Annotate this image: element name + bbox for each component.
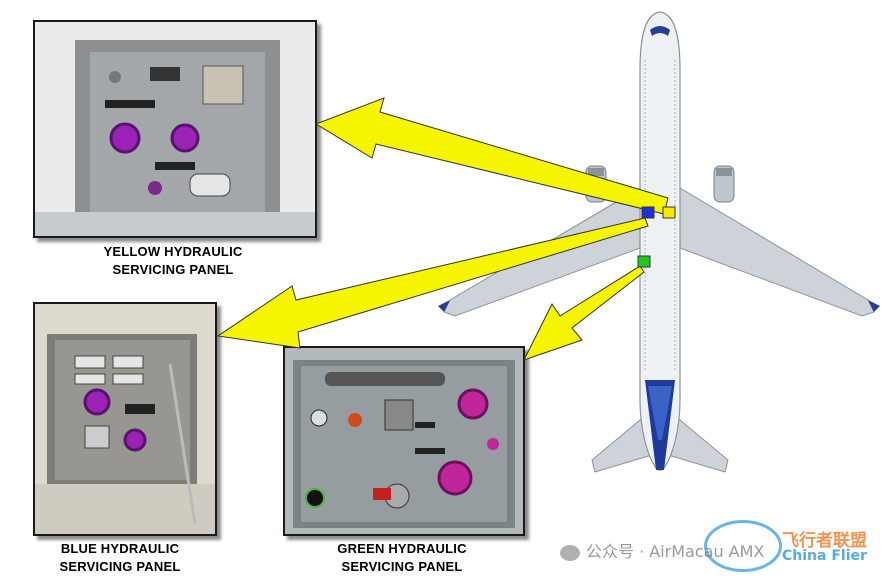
green-caption-line1: GREEN HYDRAULIC [337, 541, 467, 556]
cockpit-windows [650, 26, 670, 36]
watermark-brand-cn: 飞行者联盟 [782, 531, 867, 551]
blue-panel-illustration [35, 304, 215, 534]
green-caption-line2: SERVICING PANEL [341, 559, 463, 574]
blue-caption-line2: SERVICING PANEL [59, 559, 181, 574]
blue-panel-photo [33, 302, 217, 536]
green-panel-photo [283, 346, 525, 536]
right-engine-icon [713, 165, 735, 203]
left-stabilizer [591, 408, 653, 473]
right-stabilizer [667, 408, 729, 473]
yellow-arrow [314, 97, 669, 215]
blue-marker [641, 206, 655, 219]
blue-panel-caption: BLUE HYDRAULIC SERVICING PANEL [20, 540, 220, 576]
green-panel-illustration [285, 348, 523, 534]
left-wing [443, 187, 641, 317]
fuselage [639, 11, 681, 471]
green-panel-caption: GREEN HYDRAULIC SERVICING PANEL [295, 540, 509, 576]
yellow-panel-photo [33, 20, 317, 238]
wechat-icon [560, 544, 580, 561]
right-wing [679, 187, 875, 317]
yellow-panel-illustration [35, 22, 315, 236]
green-marker [637, 255, 651, 268]
left-engine-icon [585, 165, 607, 203]
tail-livery [645, 380, 675, 470]
yellow-panel-caption: YELLOW HYDRAULIC SERVICING PANEL [58, 243, 288, 279]
watermark-logo-icon [704, 520, 782, 572]
yellow-marker [662, 206, 676, 219]
watermark-brand-en: China Flier [782, 548, 867, 564]
yellow-caption-line1: YELLOW HYDRAULIC [103, 244, 243, 259]
blue-caption-line1: BLUE HYDRAULIC [60, 541, 180, 556]
yellow-caption-line2: SERVICING PANEL [112, 262, 234, 277]
green-arrow [523, 265, 645, 361]
